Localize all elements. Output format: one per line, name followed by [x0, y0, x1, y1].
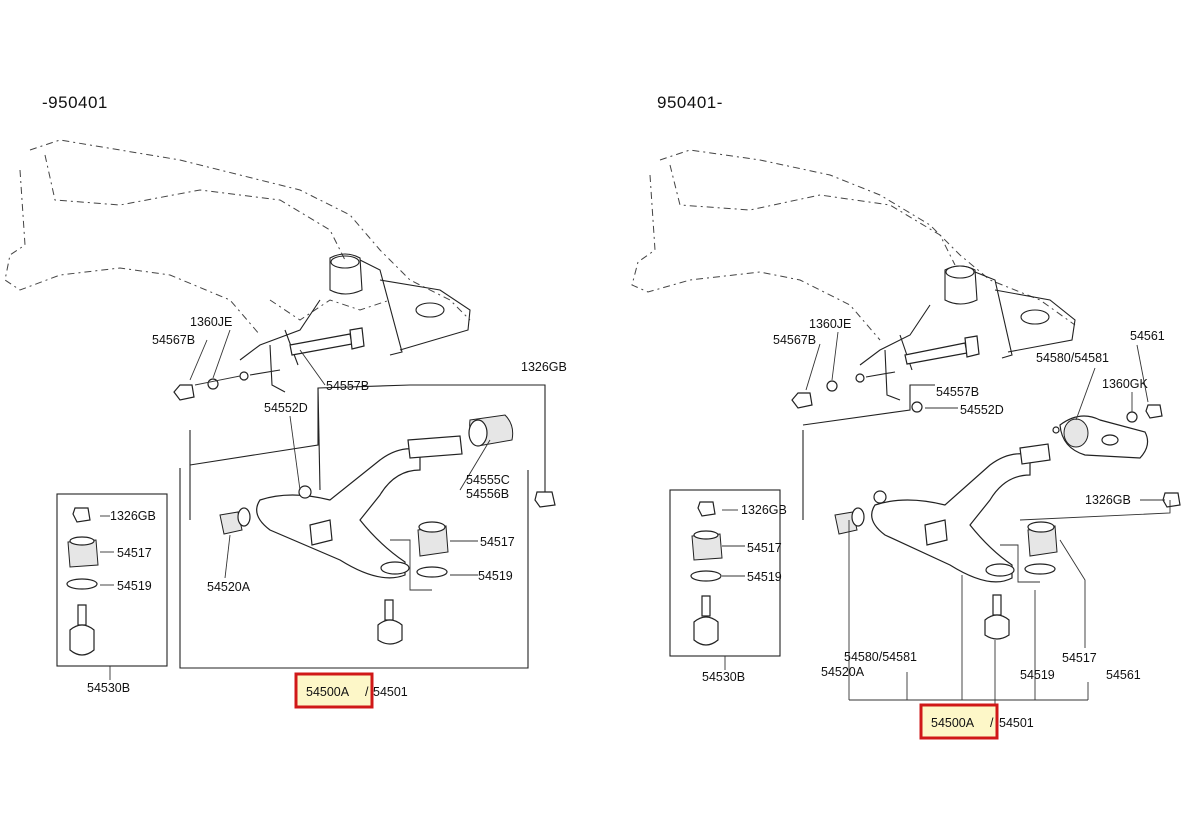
part-number-54501-right[interactable]: 54501: [999, 716, 1034, 730]
left-date-range: -950401: [42, 93, 108, 112]
label-54517-right: 54517: [1062, 651, 1097, 665]
separator-right: /: [990, 716, 994, 730]
right-subframe: [631, 149, 1076, 401]
part-number-54500A-left[interactable]: 54500A: [306, 685, 350, 699]
left-ball-joint-side: [377, 521, 449, 645]
label-54580-54581-bottom: 54580/54581: [844, 650, 917, 664]
label-1326GB-left: 1326GB: [521, 360, 567, 374]
label-54519-inset-right: 54519: [747, 570, 782, 584]
label-54557B-right: 54557B: [936, 385, 979, 399]
label-54561-bottom: 54561: [1106, 668, 1141, 682]
label-54519-right: 54519: [1020, 668, 1055, 682]
left-bolt-assembly: [173, 327, 365, 401]
right-panel: 950401-: [631, 93, 1181, 740]
part-number-54501-left[interactable]: 54501: [373, 685, 408, 699]
label-54520A-right: 54520A: [821, 665, 865, 679]
label-54567B-left: 54567B: [152, 333, 195, 347]
nut-icon-right: [791, 392, 813, 409]
right-leaders: [722, 331, 1165, 710]
label-54520A-left: 54520A: [207, 580, 251, 594]
label-1360JE-right: 1360JE: [809, 317, 851, 331]
part-number-54500A-right[interactable]: 54500A: [931, 716, 975, 730]
label-54517-inset-right: 54517: [747, 541, 782, 555]
highlight-box-left: [294, 672, 374, 709]
label-54517-left: 54517: [480, 535, 515, 549]
right-inset-parts: [690, 501, 723, 646]
washer-icon-right: [826, 380, 838, 392]
right-nut-icon: [1162, 492, 1181, 508]
left-lower-arm: [256, 435, 463, 579]
label-54561-right: 54561: [1130, 329, 1165, 343]
right-ball-joint-side: [984, 521, 1058, 640]
right-bolt-assembly: [791, 335, 980, 413]
label-1326GB-inset-right: 1326GB: [741, 503, 787, 517]
right-lower-arm: [871, 443, 1051, 583]
label-54530B-right: 54530B: [702, 670, 745, 684]
label-54552D-left: 54552D: [264, 401, 308, 415]
label-54557B-left: 54557B: [326, 379, 369, 393]
label-54519-left: 54519: [478, 569, 513, 583]
separator-left: /: [365, 685, 369, 699]
label-54517-inset-left: 54517: [117, 546, 152, 560]
left-bushing: [468, 414, 514, 447]
left-ball-joint-inset: [56, 493, 168, 667]
label-54580-54581-right: 54580/54581: [1036, 351, 1109, 365]
left-subframe: [4, 139, 471, 393]
label-54555C-left: 54555C: [466, 473, 510, 487]
label-54530B-left: 54530B: [87, 681, 130, 695]
left-nut-icon: [534, 491, 556, 508]
label-1360JE-left: 1360JE: [190, 315, 232, 329]
label-54556B-left: 54556B: [466, 487, 509, 501]
label-54519-inset-left: 54519: [117, 579, 152, 593]
label-1326GB-inset-left: 1326GB: [110, 509, 156, 523]
label-54567B-right: 54567B: [773, 333, 816, 347]
right-date-range: 950401-: [657, 93, 723, 112]
label-1360GK-right: 1360GK: [1102, 377, 1149, 391]
right-front-bushing: [834, 507, 865, 535]
nut-icon: [173, 384, 195, 401]
highlight-box-right: [919, 703, 999, 740]
label-1326GB-right: 1326GB: [1085, 493, 1131, 507]
label-54552D-right: 54552D: [960, 403, 1004, 417]
bolt-icon-right: [904, 342, 968, 365]
bolt-icon: [289, 333, 353, 356]
left-arm-box: [179, 468, 529, 669]
right-rear-bracket: [1052, 404, 1163, 459]
left-leaders: [100, 329, 491, 680]
left-panel: -950401: [4, 93, 567, 709]
left-front-bushing: [219, 507, 251, 535]
left-inset-parts: [66, 507, 99, 656]
